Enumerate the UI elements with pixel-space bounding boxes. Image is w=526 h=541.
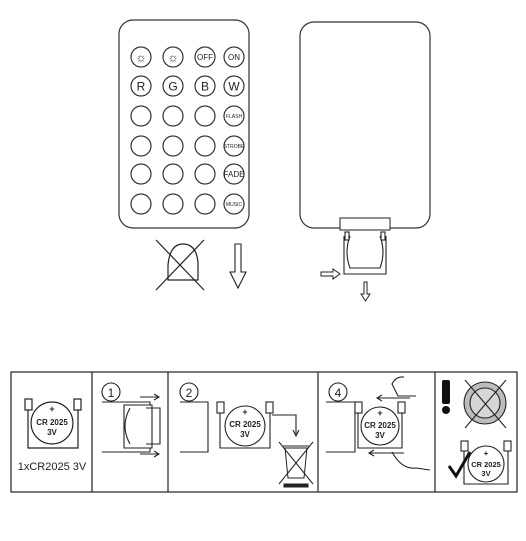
remote-button-label: R xyxy=(137,79,146,93)
svg-text:3V: 3V xyxy=(375,431,385,440)
no-pressure-icon xyxy=(155,239,205,291)
step-number-1: 1 xyxy=(108,386,115,400)
svg-text:CR 2025: CR 2025 xyxy=(471,460,501,469)
remote-button-label: W xyxy=(228,79,240,93)
remote-button xyxy=(162,105,184,127)
remote-button xyxy=(223,135,245,157)
remote-button-label: ON xyxy=(228,53,240,62)
remote-button xyxy=(223,193,245,215)
svg-text:+: + xyxy=(484,449,489,458)
remote-button-label: STROBE xyxy=(224,144,245,150)
remote-button xyxy=(162,75,184,97)
remote-button xyxy=(162,193,184,215)
remote-button xyxy=(162,135,184,157)
svg-text:+: + xyxy=(242,407,247,417)
remote-button xyxy=(223,75,245,97)
remote-button xyxy=(223,46,245,68)
battery-model: CR 2025 xyxy=(36,418,68,427)
battery-correct-icon xyxy=(460,440,512,485)
remote-button-label: ☼ xyxy=(136,50,147,64)
remote-button xyxy=(194,75,216,97)
svg-text:CR 2025: CR 2025 xyxy=(364,421,396,430)
remote-button xyxy=(223,105,245,127)
svg-text:3V: 3V xyxy=(481,469,490,478)
remote-button xyxy=(130,193,152,215)
remote-button xyxy=(194,135,216,157)
remote-back xyxy=(299,21,431,231)
warning-panel: + CR 2025 3V xyxy=(442,379,512,485)
remote-button-label: G xyxy=(168,79,177,93)
remote-button xyxy=(162,163,184,185)
remote-button xyxy=(130,75,152,97)
remote-button xyxy=(130,163,152,185)
remote-button xyxy=(194,46,216,68)
battery-voltage: 3V xyxy=(47,428,57,437)
battery-caption: 1xCR2025 3V xyxy=(18,461,87,473)
remote-button xyxy=(223,163,245,185)
svg-text:+: + xyxy=(377,408,382,418)
remote-button xyxy=(130,46,152,68)
warning-icon xyxy=(442,380,450,414)
check-icon xyxy=(447,451,472,479)
battery-plus: + xyxy=(49,404,54,414)
remote-button-label: ☼ xyxy=(168,50,179,64)
remote-button-label: MUSIC xyxy=(226,202,243,208)
battery-panel: + CR 2025 3V 1xCR2025 3V xyxy=(18,398,87,473)
remote-button xyxy=(194,163,216,185)
recycle-bin-crossed-icon xyxy=(278,441,314,488)
remote-button xyxy=(130,105,152,127)
svg-text:3V: 3V xyxy=(240,430,250,439)
battery-wrong-icon xyxy=(463,379,507,429)
step-2-panel xyxy=(179,382,300,453)
remote-button xyxy=(194,105,216,127)
step-number-4: 4 xyxy=(335,386,342,400)
svg-text:CR 2025: CR 2025 xyxy=(229,420,261,429)
arrow-right-icon xyxy=(320,268,341,280)
remote-button-label: B xyxy=(201,79,209,93)
remote-button-label: FLASH xyxy=(226,114,243,120)
step-1-panel xyxy=(101,382,161,458)
remote-button xyxy=(194,193,216,215)
remote-button xyxy=(130,135,152,157)
battery-tray xyxy=(343,231,387,275)
step-badge xyxy=(101,382,121,402)
step-badge xyxy=(179,382,199,402)
battery-holder-icon xyxy=(24,398,82,449)
remote-button xyxy=(162,46,184,68)
step-number-2: 2 xyxy=(186,386,193,400)
step-badge xyxy=(328,382,348,402)
remote-button-grid: ☼ ☼ OFF ON R G B W FLASH STROBE FADE MUSIC xyxy=(130,46,245,215)
step-4-panel xyxy=(326,376,431,471)
arrow-down-icon xyxy=(360,281,371,302)
remote-button-label: FADE xyxy=(224,170,245,179)
remote-front: ☼ ☼ OFF ON R G B W FLASH STROBE FADE MUSIC xyxy=(118,19,250,229)
arrow-down-icon xyxy=(229,243,247,290)
remote-button-label: OFF xyxy=(197,53,213,62)
